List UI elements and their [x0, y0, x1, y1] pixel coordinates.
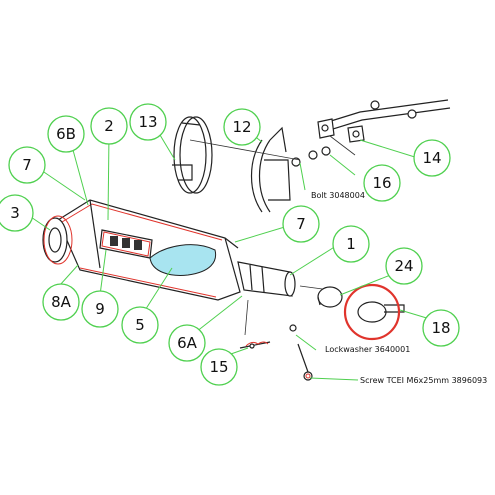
svg-text:12: 12 [232, 118, 251, 136]
svg-text:7: 7 [296, 215, 306, 233]
svg-text:2: 2 [104, 117, 114, 135]
link-pipe-part-1 [237, 261, 296, 297]
label-panel-part-5 [149, 244, 217, 276]
sleeve-part-24 [317, 286, 343, 308]
svg-text:9: 9 [95, 300, 105, 318]
svg-text:16: 16 [372, 174, 391, 192]
mounting-bracket-part-14 [308, 99, 451, 160]
callout-5: 5 [121, 306, 159, 344]
svg-text:3: 3 [10, 204, 20, 222]
callout-7-right: 7 [282, 205, 320, 243]
clamp-band-part-13 [172, 116, 213, 194]
clamp-part-18 [343, 283, 405, 341]
lockwasher-part [289, 324, 297, 332]
bolt-label: Bolt 3048004 [311, 191, 365, 200]
callout-16: 16 [363, 164, 401, 202]
callout-12: 12 [223, 108, 261, 146]
callout-7-left: 7 [8, 146, 46, 184]
svg-text:24: 24 [394, 257, 413, 275]
svg-text:8A: 8A [51, 293, 72, 311]
callout-1: 1 [332, 225, 370, 263]
svg-text:5: 5 [135, 316, 145, 334]
callout-2: 2 [90, 107, 128, 145]
callout-8a: 8A [42, 283, 80, 321]
clamp-part-12 [251, 126, 301, 213]
svg-text:15: 15 [209, 358, 228, 376]
screw-part [297, 343, 313, 381]
callout-9: 9 [81, 290, 119, 328]
callout-13: 13 [129, 103, 167, 141]
svg-text:6B: 6B [56, 125, 76, 143]
callout-6b: 6B [47, 115, 85, 153]
screw-label: Screw TCEI M6x25mm 3896093 [360, 376, 487, 385]
callout-3: 3 [0, 194, 34, 232]
callout-24: 24 [385, 247, 423, 285]
lockwasher-label: Lockwasher 3640001 [325, 345, 410, 354]
svg-text:13: 13 [138, 113, 157, 131]
svg-text:14: 14 [422, 149, 441, 167]
highlight-circle [343, 283, 401, 341]
svg-text:6A: 6A [177, 334, 198, 352]
callout-15: 15 [200, 348, 238, 386]
svg-text:1: 1 [346, 235, 356, 253]
svg-text:18: 18 [431, 319, 450, 337]
spring-part-15 [239, 341, 271, 349]
callout-18: 18 [422, 309, 460, 347]
svg-text:7: 7 [22, 156, 32, 174]
callout-6a: 6A [168, 324, 206, 362]
callout-14: 14 [413, 139, 451, 177]
